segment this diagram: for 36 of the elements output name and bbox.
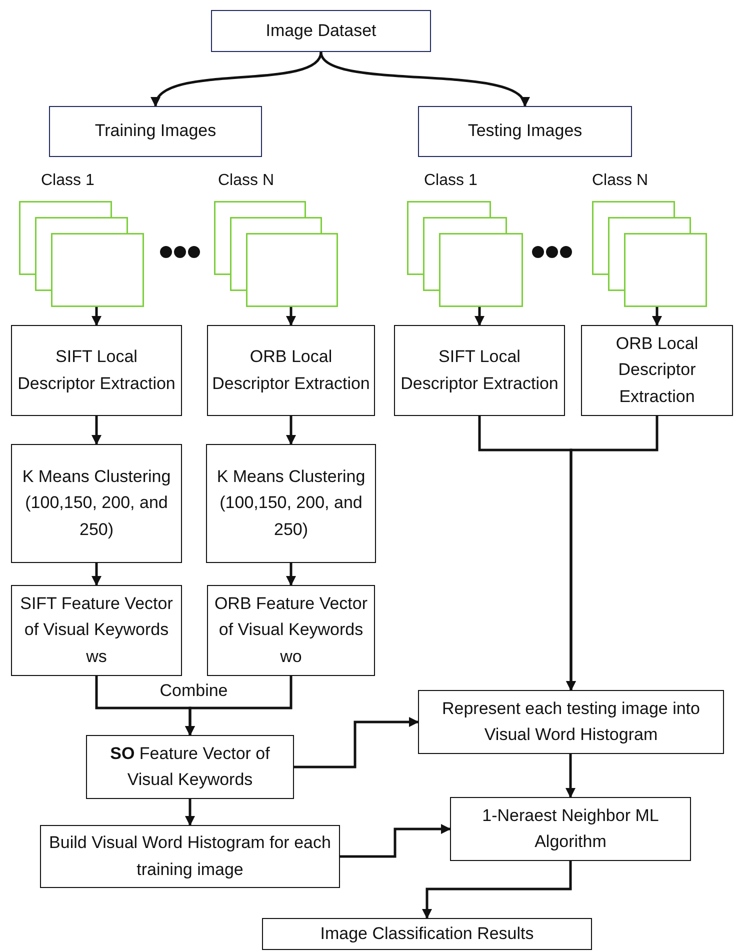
process-box: Image Dataset	[211, 10, 431, 52]
arrow	[154, 52, 322, 107]
arrow	[92, 307, 102, 326]
process-box: ORB Local Descriptor Extraction	[207, 325, 375, 416]
arrow	[286, 563, 296, 586]
process-box: ORB Local Descriptor Extraction	[581, 325, 733, 416]
class-label: Class N	[592, 172, 648, 190]
process-box: ORB Feature Vector of Visual Keywords wo	[207, 585, 375, 676]
arrow	[474, 307, 484, 326]
arrow	[340, 824, 451, 858]
process-box: Training Images	[49, 106, 262, 157]
arrow	[92, 416, 102, 445]
process-box: SIFT Feature Vector of Visual Keywords ws	[11, 585, 182, 676]
process-box: Represent each testing image into Visual Word Histogram	[418, 690, 724, 754]
process-box: SIFT Local Descriptor Extraction	[11, 325, 182, 416]
arrow	[185, 676, 292, 736]
class-label: Class 1	[424, 172, 478, 190]
arrow	[652, 307, 662, 326]
arrow	[422, 861, 572, 919]
process-box: Build Visual Word Histogram for each training image	[40, 825, 340, 888]
arrow	[566, 754, 576, 798]
process-box: K Means Clustering (100,150, 200, and 250)	[11, 444, 182, 563]
process-box: SIFT Local Descriptor Extraction	[394, 325, 565, 416]
class-label: Class 1	[41, 172, 94, 190]
arrow	[566, 416, 658, 691]
arrow	[92, 563, 102, 586]
arrow	[185, 799, 195, 826]
process-box: SO Feature Vector of Visual Keywords	[86, 735, 294, 799]
arrow	[286, 307, 296, 326]
process-box: Testing Images	[418, 106, 632, 157]
process-box: Image Classification Results	[262, 918, 592, 950]
process-box: 1-Neraest Neighbor ML Algorithm	[450, 797, 691, 861]
class-label: Class N	[218, 172, 274, 190]
process-box: K Means Clustering (100,150, 200, and 250)	[206, 444, 376, 563]
arrow	[294, 717, 419, 768]
arrow	[286, 416, 296, 445]
